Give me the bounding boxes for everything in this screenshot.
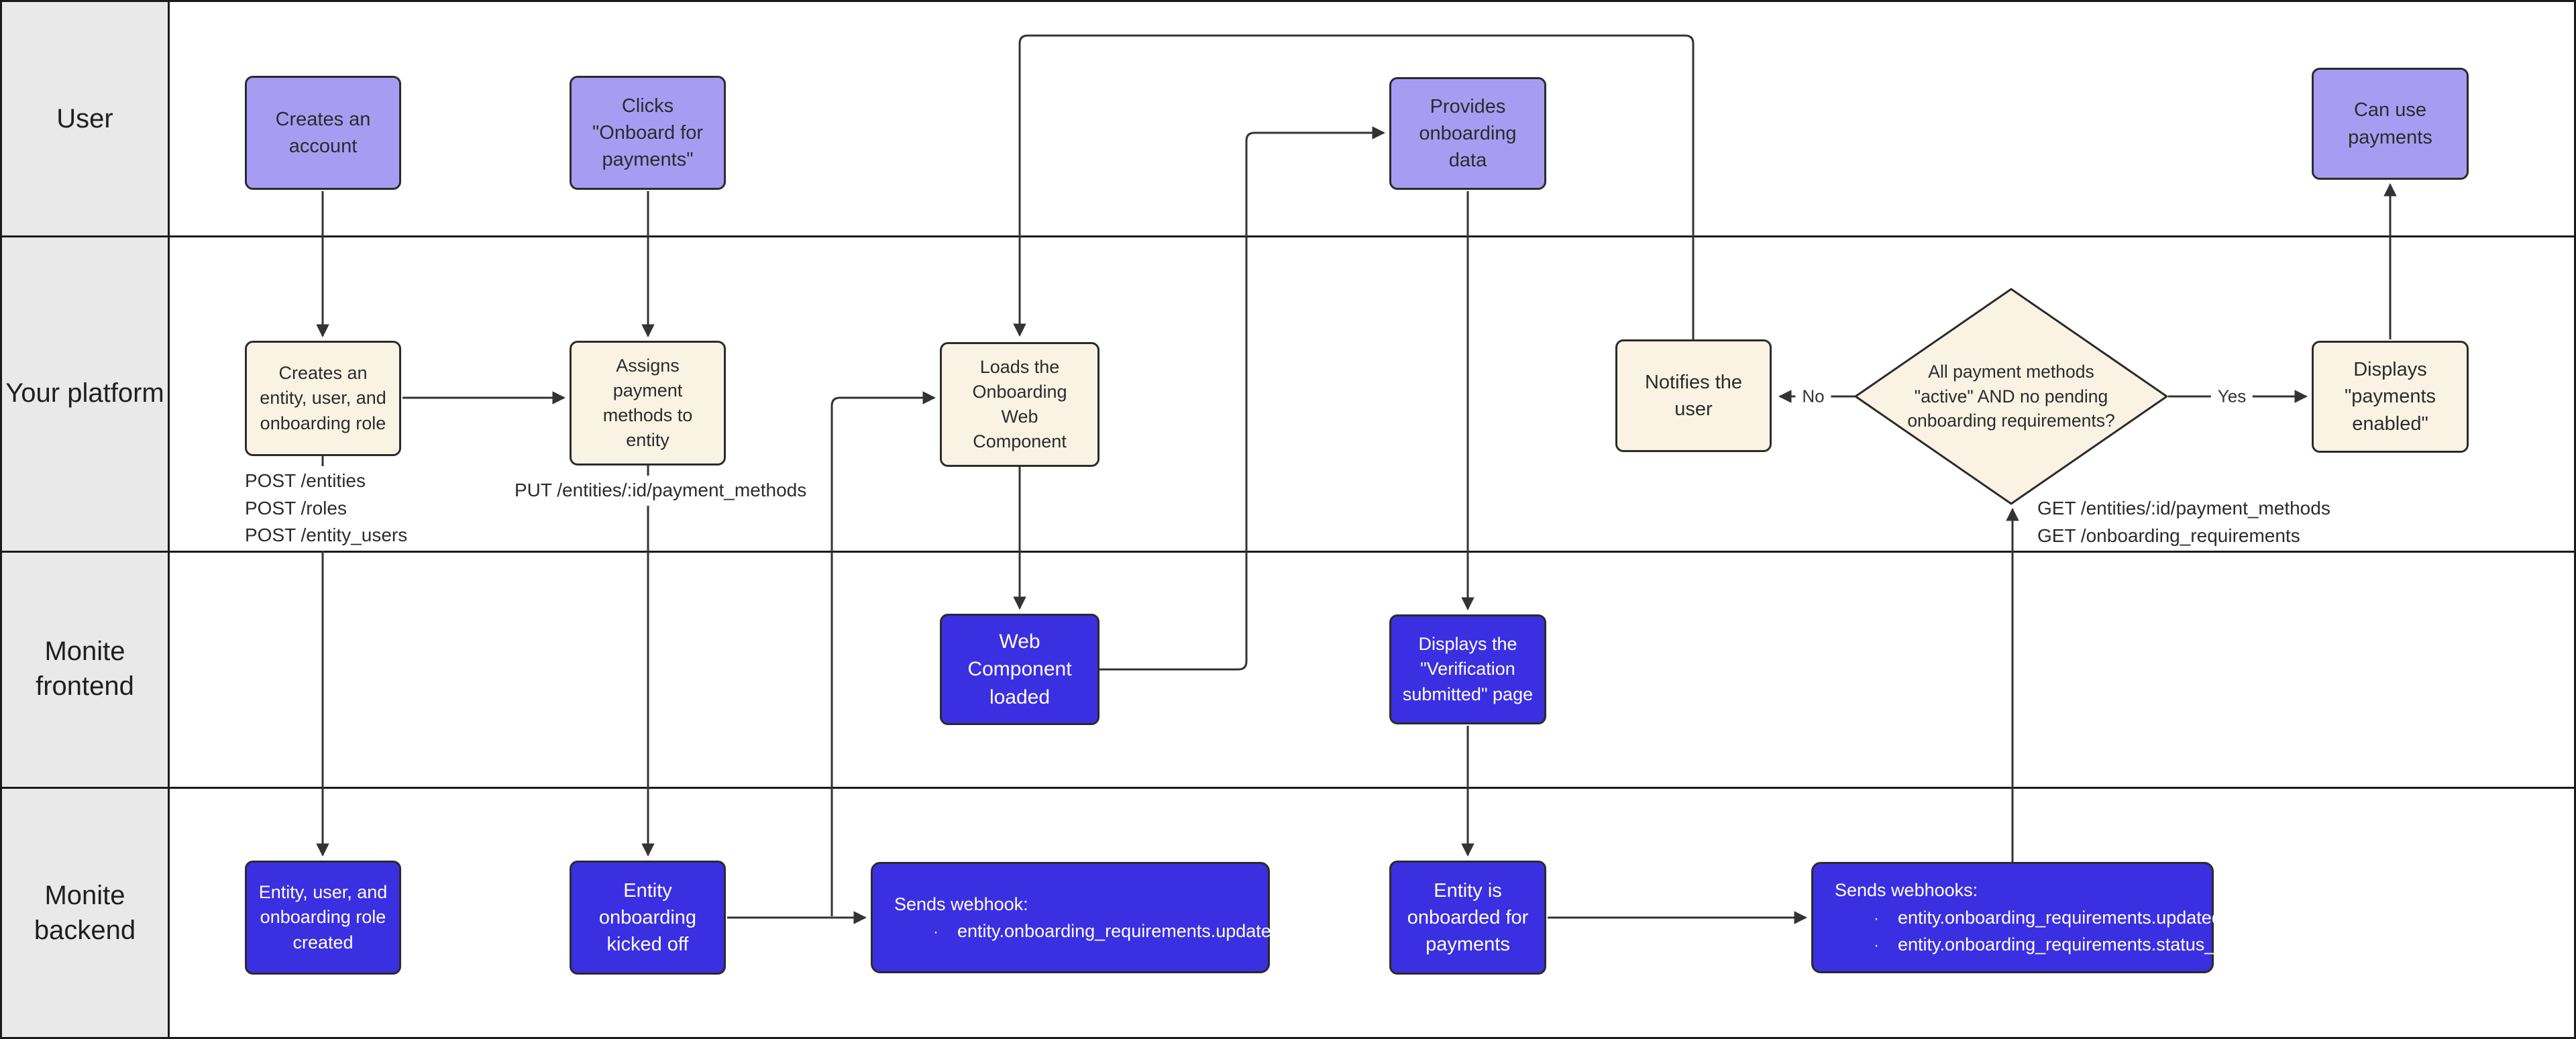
lane-label-user: User [2,2,170,235]
put-endpoint-label: PUT /entities/:id/payment_methods [511,476,811,506]
node-clicks-onboard: Clicks "Onboard for payments" [570,76,726,190]
bullet-icon: · [1874,909,1879,928]
bullet-icon: · [1874,936,1879,955]
lane-label-monite-frontend: Monite frontend [2,551,170,787]
node-loads-onboarding-web-component: Loads the Onboarding Web Component [940,342,1099,467]
lane-label-monite-backend: Monite backend [2,787,170,1037]
get-endpoints-label: GET /entities/:id/payment_methods GET /o… [2033,494,2334,551]
edge-label-no: No [1795,384,1831,408]
webhook-event: ·entity.onboarding_requirements.updated [1835,904,2222,932]
node-creates-entity-user-role: Creates an entity, user, and onboarding … [245,341,401,456]
node-provides-onboarding-data: Provides onboarding data [1389,77,1546,190]
lane-divider [2,235,2574,237]
node-sends-webhook: Sends webhook: ·entity.onboarding_requir… [871,862,1281,973]
webhook-title: Sends webhooks: [1835,880,1978,901]
node-displays-verification-submitted: Displays the "Verification submitted" pa… [1389,614,1546,724]
node-entity-user-role-created: Entity, user, and onboarding role create… [245,861,401,975]
webhook-event: ·entity.onboarding_requirements.updated [894,918,1281,945]
node-creates-account: Creates an account [245,76,401,190]
node-displays-payments-enabled: Displays "payments enabled" [2312,341,2469,453]
webhook-title: Sends webhook: [894,893,1028,914]
node-web-component-loaded: Web Component loaded [940,614,1099,725]
lane-divider [2,551,2574,553]
post-endpoints-label: POST /entities POST /roles POST /entity_… [241,466,412,551]
lane-divider [2,787,2574,789]
node-entity-onboarding-kicked-off: Entity onboarding kicked off [570,861,726,975]
node-assigns-payment-methods: Assigns payment methods to entity [570,341,726,466]
edge-label-yes: Yes [2210,384,2253,408]
node-entity-onboarded-for-payments: Entity is onboarded for payments [1389,861,1546,975]
node-decision-all-payment-methods-active: All payment methods "active" AND no pend… [1907,362,2115,431]
node-can-use-payments: Can use payments [2312,68,2469,180]
node-sends-webhooks: Sends webhooks: ·entity.onboarding_requi… [1811,862,2280,973]
webhook-event: ·entity.onboarding_requirements.status_u… [1835,931,2280,959]
node-notifies-user: Notifies the user [1615,339,1772,452]
lane-label-your-platform: Your platform [2,235,170,551]
bullet-icon: · [933,923,938,941]
